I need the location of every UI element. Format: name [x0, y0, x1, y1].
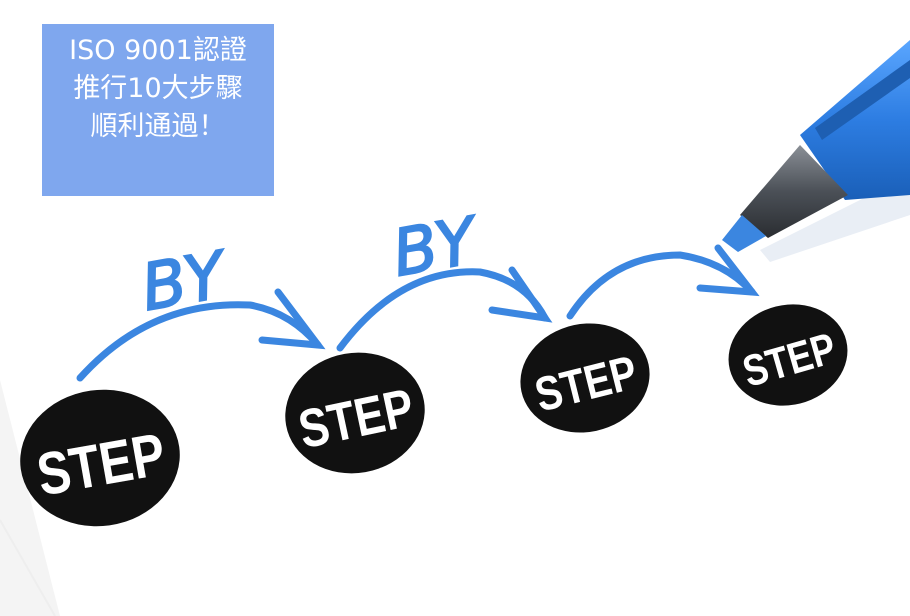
step-circle-3: STEP	[520, 323, 650, 433]
by-label-2: BY	[388, 204, 486, 292]
step-circle-2: STEP	[285, 352, 425, 474]
arrow-2	[336, 266, 553, 352]
pen-cone	[740, 145, 848, 238]
caption-line-3: 順利通過！	[90, 111, 226, 142]
arrow-3	[566, 244, 760, 320]
title-caption-box: ISO 9001認證 推行10大步驟 順利通過！	[42, 24, 274, 196]
caption-line-1: ISO 9001認證	[69, 35, 247, 66]
blue-marker-pen	[722, 40, 910, 262]
paper-edge	[0, 380, 60, 616]
paper-crease	[0, 519, 56, 616]
arrow-1	[76, 288, 326, 382]
step-circle-1: STEP	[20, 389, 180, 527]
pen-band	[815, 60, 910, 140]
by-label-1: BY	[136, 238, 234, 326]
pen-tip	[722, 215, 766, 252]
step-circle-4: STEP	[728, 304, 848, 406]
caption-line-2: 推行10大步驟	[73, 73, 243, 104]
